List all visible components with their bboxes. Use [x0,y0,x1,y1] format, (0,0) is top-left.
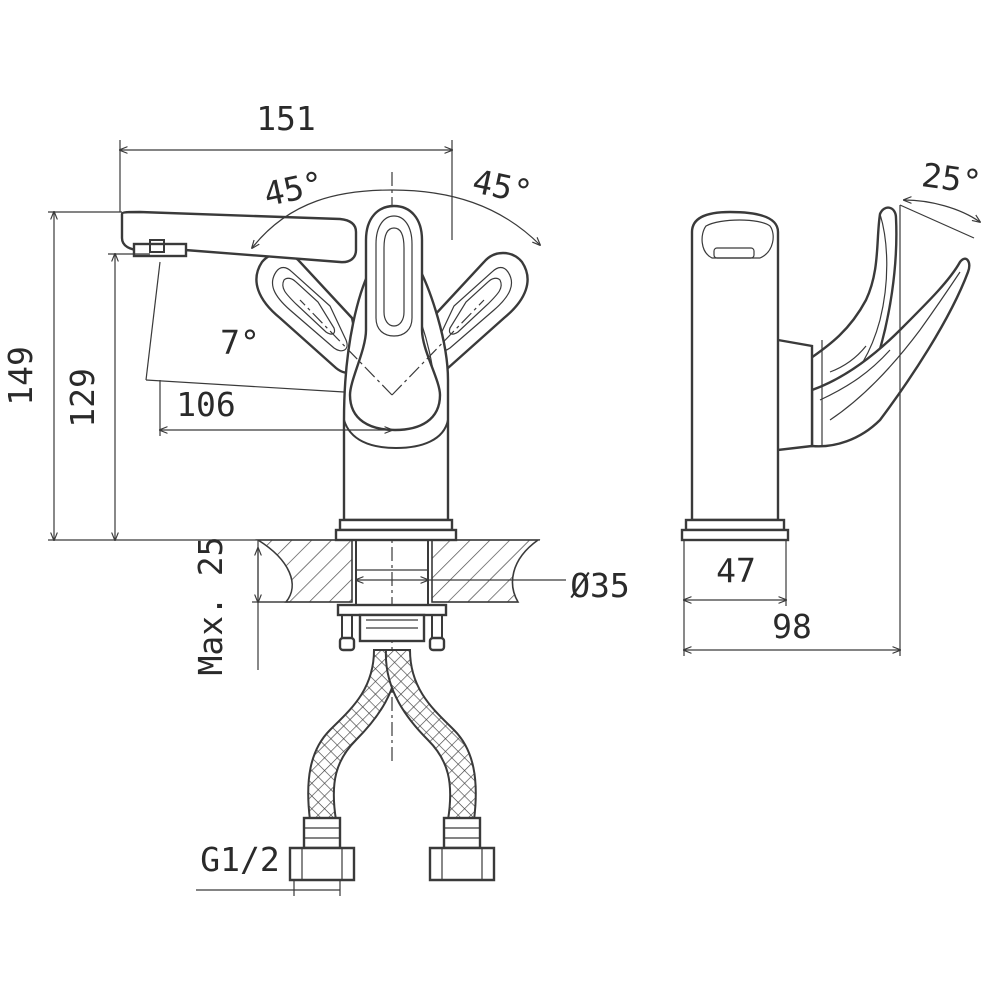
tilt-guide [145,261,161,381]
side-lever [806,206,971,448]
lever-angle-arc [904,200,980,222]
width-label: 151 [256,99,316,138]
angle-arc-right [391,189,540,245]
left-handle [255,251,362,375]
height-total-label: 149 [1,346,40,406]
spout [120,210,358,264]
connector-label: G1/2 [200,840,279,879]
base-diameter-label: 47 [716,551,756,590]
flexible-hoses [288,649,496,882]
center-handle [348,204,442,432]
angle-right-label: 45° [469,161,535,212]
depth-label: 98 [772,607,812,646]
mounting-shank [336,539,448,652]
countertop-section [255,539,541,603]
angle-guide-right [391,299,485,396]
front-view: 151 45° 45° 7° 106 149 129 Max. 25 Ø35 G… [1,99,630,896]
hole-diameter-label: Ø35 [570,566,630,605]
angle-arc-left [252,189,393,248]
height-spout-label: 129 [63,368,102,428]
tilt-label: 7° [220,323,260,362]
angle-left-label: 45° [260,163,326,214]
side-view: 25° 47 98 [680,155,984,656]
reach-label: 106 [176,385,236,424]
angle-guide-left [299,299,393,396]
max-thickness-label: Max. 25 [191,536,230,675]
lever-angle-label: 25° [919,155,983,202]
side-body [690,210,780,522]
